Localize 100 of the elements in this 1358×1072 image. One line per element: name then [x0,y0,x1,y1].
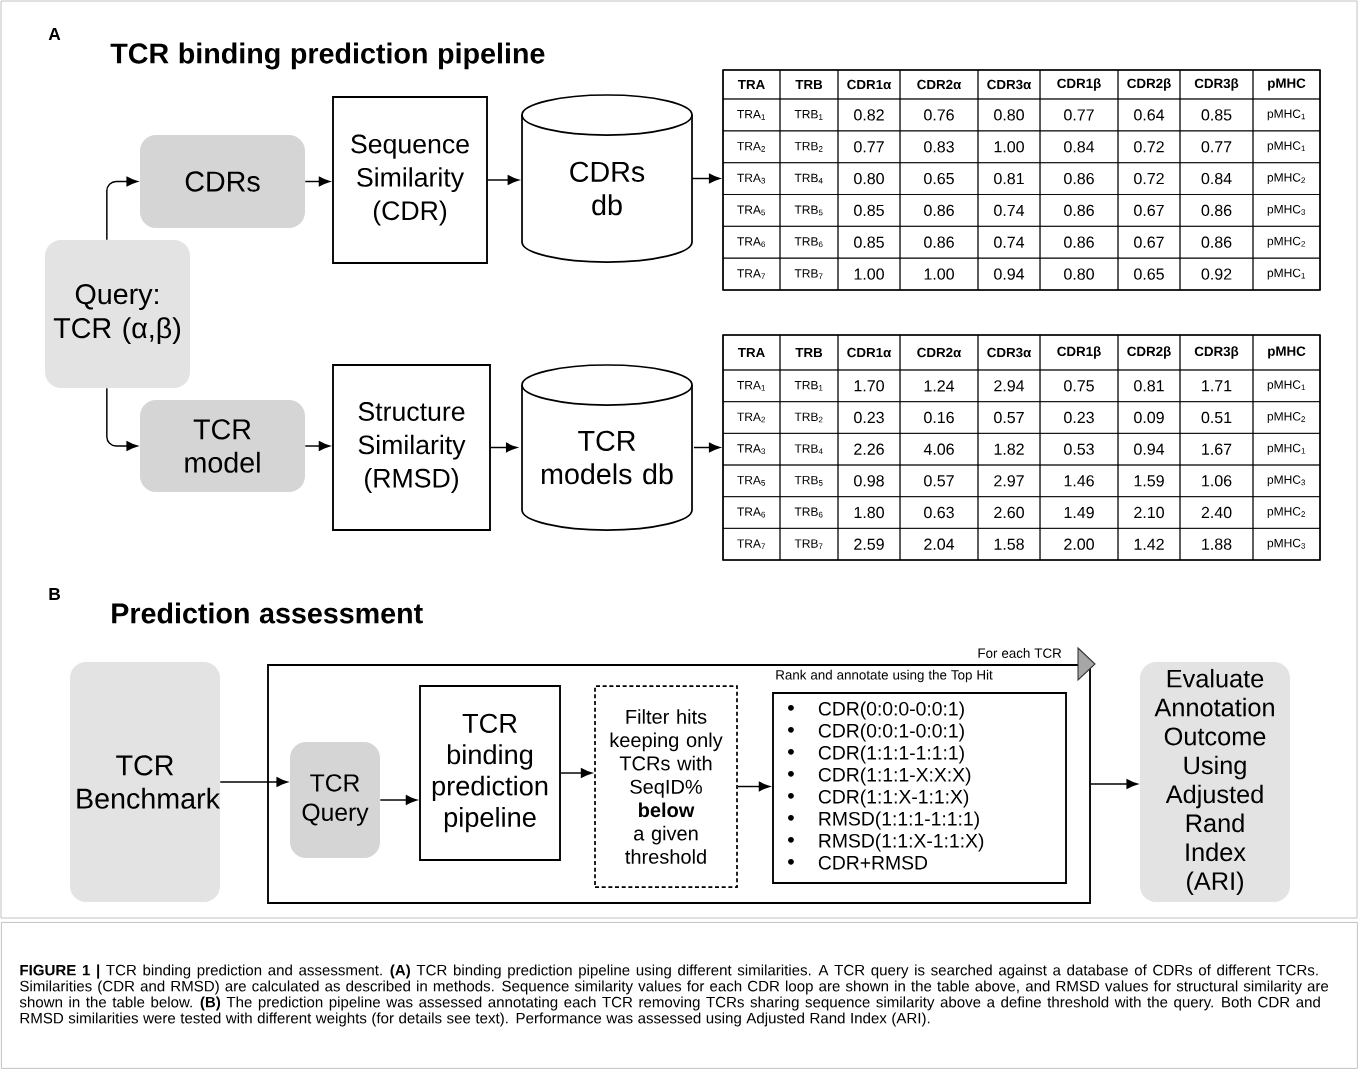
filter-box: Filter hits keeping only TCRs with SeqID% below a given threshold [594,685,738,888]
table-cell: 1.82 [977,433,1041,466]
table-cell: pMHC$_{1}$ [1252,98,1321,132]
table-cell: 1.06 [1179,464,1254,498]
table-cell: pMHC$_{2}$ [1252,225,1321,259]
table-cell: TRB$_{6}$ [779,225,839,259]
table-cell: CDR1α [837,69,901,100]
table-cell: CDR2β [1117,334,1181,371]
table-cell: pMHC$_{1}$ [1252,130,1321,164]
table-cell: CDR3α [977,334,1041,371]
arrow [691,173,721,184]
table-cell: 1.70 [837,369,901,403]
process-box: Structure Similarity (RMSD) [332,364,491,531]
table-cell: 2.94 [977,369,1041,403]
table-cell: 0.74 [977,225,1041,259]
table-cell: 0.57 [899,464,979,498]
arrow [487,175,519,185]
table-cell: 0.74 [977,194,1041,227]
database-cylinder: TCR models db [521,364,693,531]
table-cell: 0.86 [1039,162,1119,195]
table-cell: CDR1β [1039,69,1119,100]
table-cell: TRB$_{1}$ [779,369,839,403]
table-cell: 1.00 [837,257,901,291]
rounded-box: CDRs [140,135,305,228]
table-cell: pMHC$_{2}$ [1252,496,1321,529]
table-cell: 0.84 [1179,162,1254,195]
table-cell: CDR1β [1039,334,1119,371]
table-cell: pMHC [1252,69,1321,100]
arrow [560,768,593,778]
table-cell: TRA$_{3}$ [722,433,781,466]
table-cell: CDR2α [899,334,979,371]
table-cell: 1.71 [1179,369,1254,403]
table-cell: 2.60 [977,496,1041,529]
table-cell: TRA$_{2}$ [722,401,781,434]
node-label: CDR+RMSD [818,855,928,870]
table-cell: TRB [779,334,839,371]
database-cylinder: CDRs db [521,94,693,263]
table-cell: 0.85 [1179,98,1254,132]
loop-label: For each TCR [978,648,1062,658]
table-cell: pMHC$_{1}$ [1252,433,1321,466]
table-cell: TRB$_{5}$ [779,464,839,498]
table-cell: 2.26 [837,433,901,466]
table-cell: 0.64 [1117,98,1181,132]
table-cell: pMHC$_{2}$ [1252,162,1321,195]
table-cell: 0.82 [837,98,901,132]
table-cell: 0.94 [1117,433,1181,466]
arrow [379,795,417,805]
table-cell: TRA$_{6}$ [722,225,781,259]
table-cell: TRB$_{2}$ [779,401,839,434]
table-cell: 0.65 [899,162,979,195]
table-cell: 0.16 [899,401,979,434]
table-cell: 1.59 [1117,464,1181,498]
table-cell: pMHC$_{3}$ [1252,528,1321,561]
table-cell: 0.80 [1039,257,1119,291]
arrow [106,387,138,451]
node-label: RMSD(1:1:1-1:1:1) [819,811,979,830]
table-cell: pMHC$_{2}$ [1252,401,1321,434]
table-cell: 1.46 [1039,464,1119,498]
table-cell: 0.81 [977,162,1041,195]
table-cell: 0.77 [1179,130,1254,164]
table-cell: 0.09 [1117,401,1181,434]
table-cell: 0.84 [1039,130,1119,164]
rounded-box: TCR Benchmark [70,662,221,902]
table-cell: 1.00 [899,257,979,291]
panel-title: TCR binding prediction pipeline [110,42,545,70]
table-cell: pMHC$_{1}$ [1252,257,1321,291]
panel-letter: A [48,28,61,40]
table-cell: 0.92 [1179,257,1254,291]
table-cell: TRA$_{6}$ [722,496,781,529]
process-box: TCR binding prediction pipeline [419,685,561,861]
table-cell: 0.67 [1117,225,1181,259]
node-label: CDR(0:0:0-0:0:1) [818,701,964,720]
table-cell: 0.51 [1179,401,1254,434]
table-cell: TRA$_{3}$ [722,162,781,195]
table-cell: 0.86 [1179,194,1254,227]
table-cell: 0.86 [899,225,979,259]
table-cell: 0.81 [1117,369,1181,403]
arrow [490,442,518,453]
figure-caption: FIGURE 1 | TCR binding prediction and assessment. (A) TCR binding prediction pipeline using different similarities. A TCR query is searched against a database of CDRs of different TCRs. Similarities (CDR and RMSD) are calculated as described in methods. Sequence similarity values for each CDR loop are shown in the table above, and RMSD values for structural similarity are shown in the table below. (B) The prediction pipeline was assessed annotating each TCR removing TCRs sharing sequence similarity above a define threshold with the query. Both CDR and RMSD similarities were tested with different weights (for details see text). Performance was assessed using Adjusted Rand Index (ARI). [1,922,1358,1069]
table-cell: CDR3α [977,69,1041,100]
table-cell: 0.75 [1039,369,1119,403]
arrow [106,176,138,241]
list-box: CDR(0:0:0-0:0:1) CDR(0:0:1-0:0:1) CDR(1:1:1-1:1:1) CDR(1:1:1-X:X:X) CDR(1:1:X-1:1:X) RMSD(1:1:1-1:1:1) RMSD(1:1:X-1:1:X) CDR+RMSD [772,692,1067,884]
table-cell: 0.85 [837,194,901,227]
rounded-box: TCR model [140,400,305,492]
table-cell: 0.23 [1039,401,1119,434]
table-cell: 0.72 [1117,162,1181,195]
table-cell: pMHC$_{1}$ [1252,369,1321,403]
arrow [737,781,770,792]
table-cell: TRA [722,334,781,371]
process-box: Sequence Similarity (CDR) [332,96,488,264]
table-cell: TRA$_{2}$ [722,130,781,164]
table-cell: CDR3β [1179,69,1254,100]
table-cell: 0.86 [1179,225,1254,259]
table-cell: 0.85 [837,225,901,259]
panel-letter: B [49,588,60,600]
table-cell: TRB$_{5}$ [779,194,839,227]
table-cell: 0.83 [899,130,979,164]
arrow [304,176,330,187]
rounded-box: TCR Query [290,742,380,858]
